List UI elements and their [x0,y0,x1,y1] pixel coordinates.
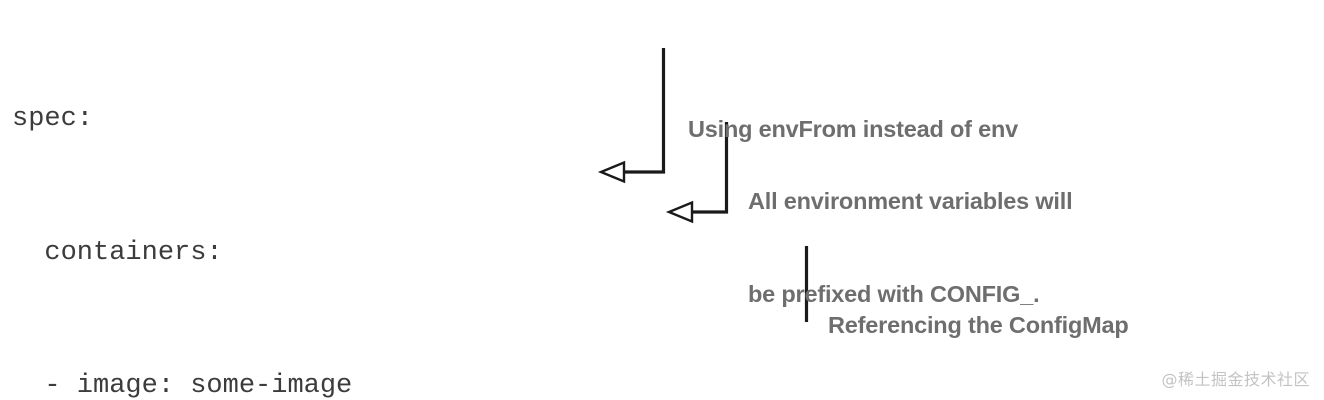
code-line: - image: some-image [12,371,353,400]
annotation-prefix: All environment variables will be prefix… [748,124,1073,372]
code-line: spec: [12,104,94,134]
annotation-text: Referencing the ConfigMap [828,312,1129,338]
annotation-text: All environment variables will [748,188,1073,214]
annotation-configmap: Referencing the ConfigMap called my-conf… [828,248,1129,400]
code-line: containers: [12,237,223,268]
annotation-text: be prefixed with CONFIG_. [748,281,1040,307]
leader-line-envfrom [597,48,666,184]
yaml-code-block: spec: containers: - image: some-image en… [12,8,449,400]
annotation-text: Using envFrom instead of env [688,116,1018,142]
annotation-envfrom: Using envFrom instead of env [688,52,1018,207]
watermark: @稀土掘金技术社区 [1161,370,1310,389]
